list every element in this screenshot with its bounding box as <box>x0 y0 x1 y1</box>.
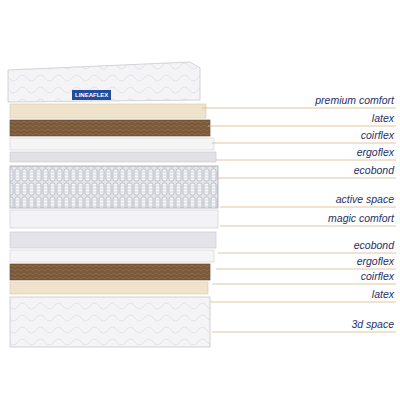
layer-label: latex <box>372 112 394 124</box>
layer-label: active space <box>336 193 394 205</box>
layer-label: magic comfort <box>328 212 394 224</box>
brand-tag: LINEAFLEX <box>72 90 111 100</box>
layer-label: ecobond <box>354 239 394 251</box>
layer-label: ergoflex <box>357 146 394 158</box>
layer-label: coirflex <box>361 129 394 141</box>
layer-label: ecobond <box>354 164 394 176</box>
layer-label: ergoflex <box>357 255 394 267</box>
layer-label: coirflex <box>361 270 394 282</box>
layer-label: 3d space <box>351 318 394 330</box>
layer-label: premium comfort <box>315 94 394 106</box>
layer-label: latex <box>372 288 394 300</box>
